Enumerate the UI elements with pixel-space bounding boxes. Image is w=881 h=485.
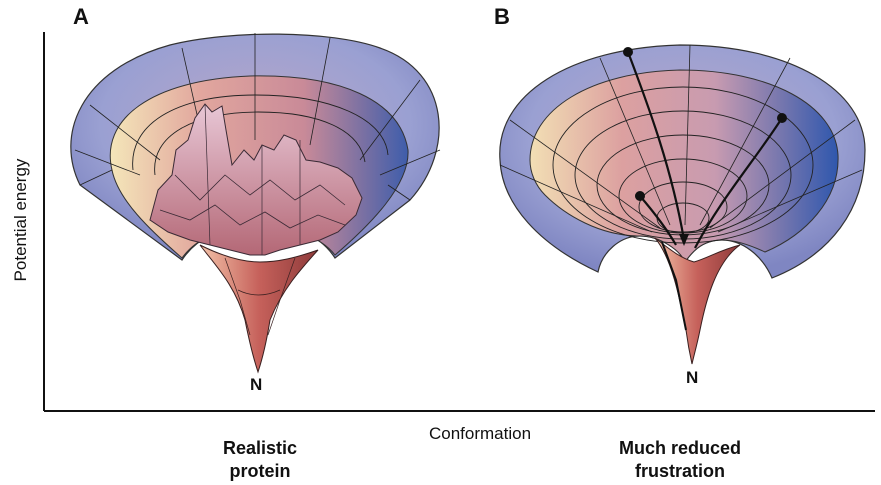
- x-axis-label: Conformation: [380, 424, 580, 444]
- caption-b-line2: frustration: [590, 460, 770, 483]
- caption-b: Much reduced frustration: [590, 437, 770, 483]
- caption-a-line1: Realistic: [180, 437, 340, 460]
- y-axis-label: Potential energy: [11, 155, 31, 285]
- panel-letter-a: A: [73, 4, 89, 30]
- caption-a-line2: protein: [180, 460, 340, 483]
- native-state-label-b: N: [686, 368, 698, 388]
- funnel-b: [500, 45, 865, 364]
- panel-letter-b: B: [494, 4, 510, 30]
- caption-a: Realistic protein: [180, 437, 340, 483]
- caption-b-line1: Much reduced: [590, 437, 770, 460]
- funnel-a: [71, 33, 440, 372]
- native-state-label-a: N: [250, 375, 262, 395]
